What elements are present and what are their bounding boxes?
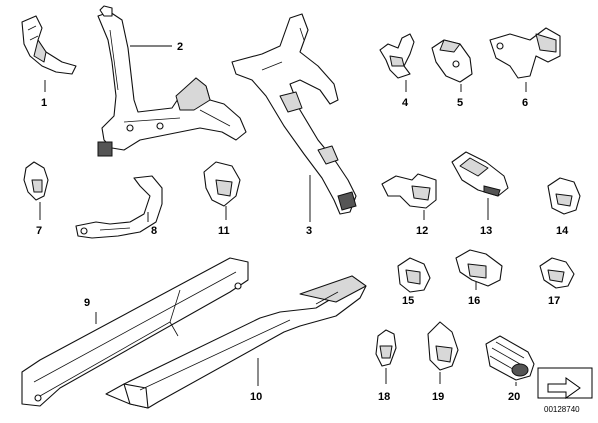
reference-number: 00128740 bbox=[544, 405, 580, 414]
part-2-bracket bbox=[97, 5, 247, 157]
part-number-3: 3 bbox=[306, 225, 312, 237]
arrow-icon bbox=[547, 377, 581, 399]
part-16-clip bbox=[455, 249, 503, 287]
part-number-10: 10 bbox=[250, 391, 262, 403]
part-number-7: 7 bbox=[36, 225, 42, 237]
part-number-19: 19 bbox=[432, 391, 444, 403]
part-number-17: 17 bbox=[548, 295, 560, 307]
part-12-clip bbox=[381, 173, 437, 209]
part-17-clip bbox=[539, 257, 575, 289]
part-3-bracket bbox=[231, 13, 357, 215]
part-number-9: 9 bbox=[84, 297, 90, 309]
part-11-clip bbox=[203, 161, 241, 207]
part-number-8: 8 bbox=[151, 225, 157, 237]
part-15-clip bbox=[397, 257, 431, 293]
part-number-16: 16 bbox=[468, 295, 480, 307]
part-20-grommet bbox=[485, 335, 535, 381]
reference-box bbox=[537, 367, 593, 399]
part-number-13: 13 bbox=[480, 225, 492, 237]
part-5-clip bbox=[431, 39, 473, 83]
part-number-4: 4 bbox=[402, 97, 409, 109]
part-18-clip bbox=[375, 329, 397, 367]
part-number-14: 14 bbox=[556, 225, 569, 237]
part-number-5: 5 bbox=[457, 97, 463, 109]
part-number-12: 12 bbox=[416, 225, 428, 237]
part-13-housing bbox=[451, 151, 509, 197]
part-19-clip bbox=[427, 321, 459, 371]
part-9-plate bbox=[21, 257, 249, 407]
part-8-bracket bbox=[75, 175, 163, 239]
part-number-18: 18 bbox=[378, 391, 390, 403]
part-number-1: 1 bbox=[41, 97, 47, 109]
part-14-clip bbox=[547, 177, 581, 215]
part-number-6: 6 bbox=[522, 97, 528, 109]
part-number-11: 11 bbox=[218, 225, 230, 237]
part-number-15: 15 bbox=[402, 295, 414, 307]
part-number-2: 2 bbox=[177, 41, 183, 53]
part-1-bracket bbox=[21, 15, 77, 75]
part-10-tray bbox=[105, 275, 367, 409]
part-6-bracket bbox=[489, 27, 561, 79]
part-4-clip bbox=[379, 33, 415, 79]
part-number-20: 20 bbox=[508, 391, 520, 403]
part-7-clip bbox=[23, 161, 49, 201]
